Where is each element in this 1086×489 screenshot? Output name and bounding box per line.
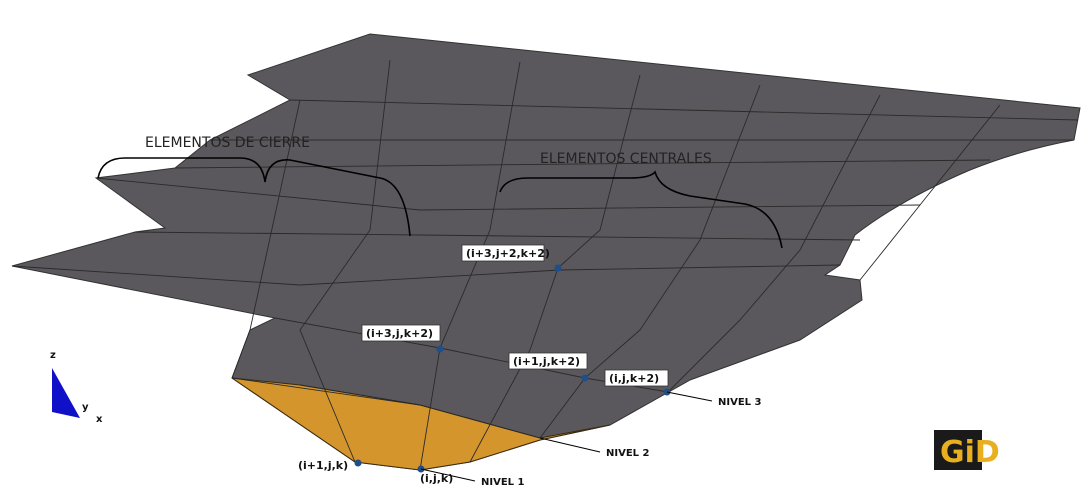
axis-triad: z y x xyxy=(50,350,103,425)
surface-back-panel xyxy=(11,33,1081,471)
node-point xyxy=(581,374,589,382)
axis-label-y: y xyxy=(82,402,89,413)
axis-triangle xyxy=(52,368,80,418)
axis-label-x: x xyxy=(96,414,103,425)
node-callout: (i+3,j,k+2) xyxy=(361,324,444,353)
mesh-line xyxy=(134,231,861,241)
mesh-line xyxy=(231,99,301,379)
label-nivel-1: NIVEL 1 xyxy=(481,477,525,488)
node-label-i1-j-k: (i+1,j,k) xyxy=(298,459,348,472)
mesh-line xyxy=(419,61,521,471)
node-label-i3-j-k2: (i+3,j,k+2) xyxy=(366,327,433,340)
node-label-box xyxy=(361,324,441,342)
gid-logo-text: GiD xyxy=(940,435,1000,470)
node-point xyxy=(554,264,562,272)
mesh-line xyxy=(859,104,1001,281)
node-callout: (i+1,j,k) xyxy=(298,459,362,472)
node-label-i3-j2-k2: (i+3,j+2,k+2) xyxy=(466,247,550,260)
brace-cierre xyxy=(97,157,411,237)
brace-centrales xyxy=(499,170,783,249)
node-label-i1-j-k2: (i+1,j,k+2) xyxy=(513,355,580,368)
node-label-i-j-k2: (i,j,k+2) xyxy=(609,372,659,385)
label-nivel-2: NIVEL 2 xyxy=(606,448,650,459)
node-callout: (i+1,j,k+2) xyxy=(508,352,589,382)
label-elementos-centrales: ELEMENTOS CENTRALES xyxy=(540,151,712,167)
mesh-line xyxy=(174,159,991,169)
node-callout: (i,j,k+2) xyxy=(604,369,671,396)
node-label-box xyxy=(461,244,545,262)
leader-nivel-3 xyxy=(666,391,713,402)
leader-nivel-1 xyxy=(420,468,476,482)
mesh-line xyxy=(667,94,881,393)
leader-nivel-2 xyxy=(539,437,601,453)
node-label-box xyxy=(604,369,669,387)
axis-label-z: z xyxy=(50,350,56,361)
label-elementos-cierre: ELEMENTOS DE CIERRE xyxy=(145,135,310,151)
mesh-line xyxy=(299,59,391,463)
mesh-line xyxy=(11,264,841,286)
mesh-line xyxy=(289,99,1079,121)
gid-logo: GiD xyxy=(934,430,1000,470)
node-point xyxy=(436,345,444,353)
mesh-line xyxy=(299,384,421,406)
mesh-line xyxy=(539,84,761,439)
node-point xyxy=(354,459,362,467)
node-label-i-j-k: (i,j,k) xyxy=(420,472,453,485)
node-callout: (i+3,j+2,k+2) xyxy=(461,244,562,272)
node-label-box xyxy=(508,352,588,370)
label-nivel-3: NIVEL 3 xyxy=(718,397,762,408)
